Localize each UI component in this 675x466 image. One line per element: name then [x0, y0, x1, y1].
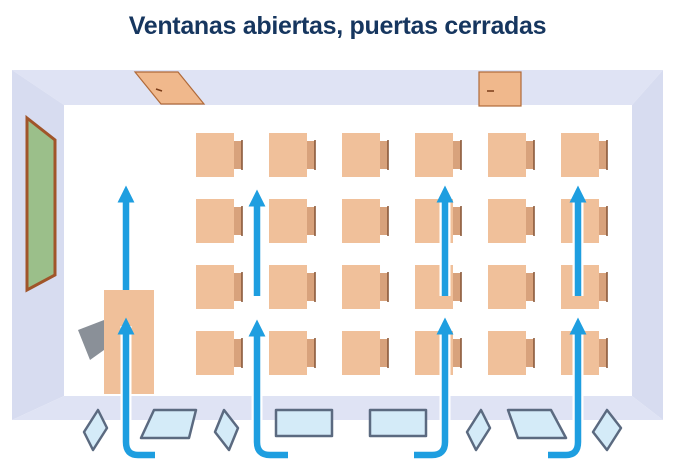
arrow-up-icon	[248, 319, 288, 459]
desk-top	[269, 133, 307, 177]
student-desk	[342, 199, 389, 243]
desk-top	[269, 199, 307, 243]
arrow-up-icon	[117, 317, 155, 459]
desk-top	[342, 199, 380, 243]
arrow-up-icon	[414, 317, 454, 459]
student-desk	[196, 133, 243, 177]
window-6	[465, 408, 492, 452]
door-left	[133, 71, 206, 105]
desk-top	[488, 133, 526, 177]
student-desk	[415, 133, 462, 177]
right-wall	[632, 70, 663, 420]
bottom-wall	[12, 396, 663, 420]
student-desk	[488, 199, 535, 243]
door-right	[478, 71, 522, 107]
window-7	[506, 408, 568, 440]
desk-top	[342, 331, 380, 375]
desk-top	[415, 133, 453, 177]
window-3	[213, 408, 240, 452]
student-desk	[488, 265, 535, 309]
student-desk	[561, 133, 608, 177]
top-wall	[12, 70, 663, 105]
window-8	[591, 408, 623, 452]
student-desk	[269, 199, 316, 243]
windows	[82, 408, 623, 452]
student-desks	[196, 133, 608, 375]
teacher-chair	[78, 320, 104, 360]
desk-top	[196, 133, 234, 177]
student-desk	[196, 199, 243, 243]
student-desk	[488, 133, 535, 177]
window-2	[139, 408, 198, 440]
student-desk	[269, 331, 316, 375]
desk-top	[488, 199, 526, 243]
desk-top	[196, 331, 234, 375]
desk-top	[488, 331, 526, 375]
student-desk	[269, 265, 316, 309]
desk-top	[269, 331, 307, 375]
student-desk	[196, 331, 243, 375]
student-desk	[342, 331, 389, 375]
desk-top	[196, 199, 234, 243]
desk-top	[488, 265, 526, 309]
desk-top	[561, 133, 599, 177]
window-5	[368, 408, 428, 438]
student-desk	[269, 133, 316, 177]
student-desk	[342, 265, 389, 309]
desk-top	[342, 265, 380, 309]
student-desk	[196, 265, 243, 309]
desk-top	[269, 265, 307, 309]
desk-top	[342, 133, 380, 177]
desk-top	[196, 265, 234, 309]
window-4	[274, 408, 334, 438]
page-title: Ventanas abiertas, puertas cerradas	[128, 12, 547, 40]
student-desk	[488, 331, 535, 375]
arrow-up-icon	[548, 317, 587, 459]
student-desk	[342, 133, 389, 177]
window-1	[82, 408, 109, 452]
blackboard	[25, 114, 57, 293]
